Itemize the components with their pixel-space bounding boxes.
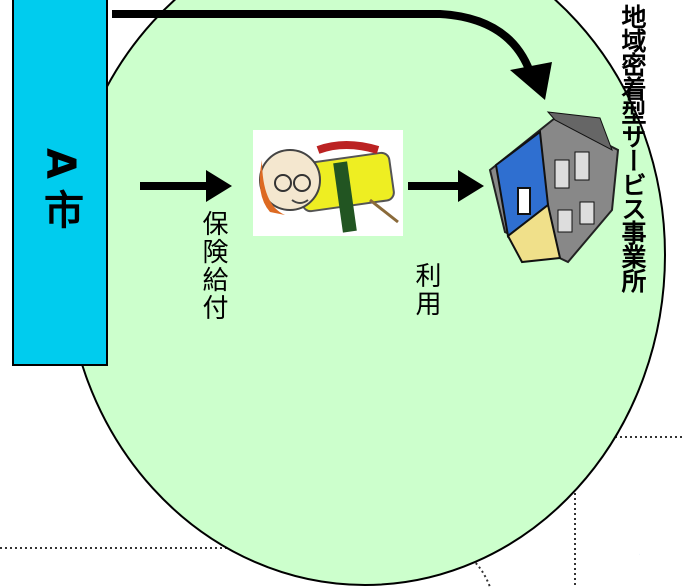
benefit-arrow-head — [206, 170, 232, 202]
city-label: A 市 — [37, 148, 83, 227]
use-arrow-head — [458, 170, 484, 202]
side-title-line1: じた — [626, 487, 669, 561]
elderly-person-icon — [253, 130, 403, 236]
insurance-benefit-label: 保険給付 — [198, 210, 228, 322]
service-area-region — [64, 0, 666, 586]
city-box: A 市 — [12, 0, 108, 366]
benefit-arrow-line — [140, 182, 208, 190]
use-arrow-line — [408, 182, 460, 190]
facility-building-icon — [488, 111, 620, 264]
service-provider-label: 地域密着型サービス事業所 — [618, 4, 647, 292]
use-label: 利用 — [411, 262, 441, 318]
curved-arrow-head — [510, 62, 552, 100]
side-title-line2: 別細 — [588, 487, 631, 561]
curved-arrow-line — [112, 10, 534, 74]
side-title: じた 別細 — [588, 487, 669, 561]
